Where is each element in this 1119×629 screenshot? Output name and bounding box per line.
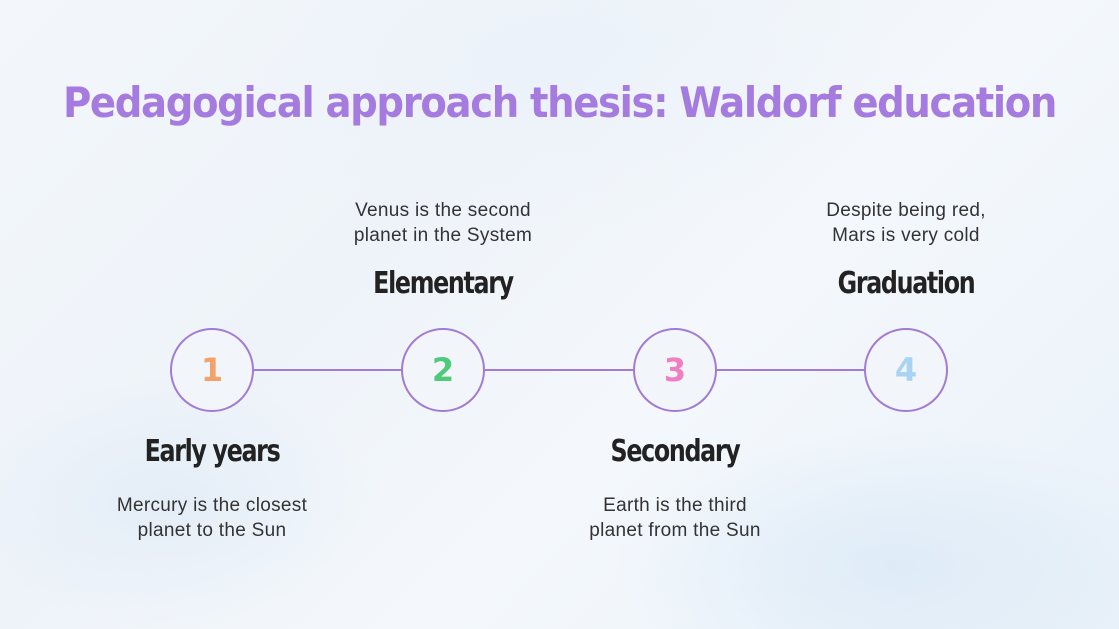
step-1-description-line-1: Mercury is the closest	[116, 495, 308, 516]
step-2-number: 2	[431, 351, 455, 389]
step-4-circle: 4	[864, 328, 948, 412]
step-1-circle: 1	[170, 328, 254, 412]
step-4-description: Despite being red, Mars is very cold	[776, 198, 1036, 248]
timeline-connector-line	[212, 369, 906, 371]
step-1-title: Early years	[144, 434, 281, 469]
step-3-circle: 3	[633, 328, 717, 412]
step-1-description-line-2: planet to the Sun	[137, 520, 287, 541]
step-3-description-line-1: Earth is the third	[603, 495, 747, 516]
step-3-description-line-2: planet from the Sun	[589, 520, 761, 541]
step-2-description: Venus is the second planet in the System	[313, 198, 573, 248]
step-4-description-line-2: Mars is very cold	[832, 225, 980, 246]
step-2-description-line-1: Venus is the second	[355, 200, 531, 221]
step-1-description: Mercury is the closest planet to the Sun	[82, 493, 342, 543]
step-3-description: Earth is the third planet from the Sun	[545, 493, 805, 543]
step-4-number: 4	[894, 351, 918, 389]
step-4-title: Graduation	[837, 266, 976, 301]
step-4-description-line-1: Despite being red,	[826, 200, 986, 221]
step-2-circle: 2	[401, 328, 485, 412]
slide-title: Pedagogical approach thesis: Waldorf edu…	[62, 78, 1057, 127]
step-1-number: 1	[200, 351, 224, 389]
step-2-title: Elementary	[373, 266, 514, 301]
step-3-number: 3	[663, 351, 687, 389]
step-2-description-line-2: planet in the System	[353, 225, 533, 246]
step-3-title: Secondary	[610, 434, 741, 469]
